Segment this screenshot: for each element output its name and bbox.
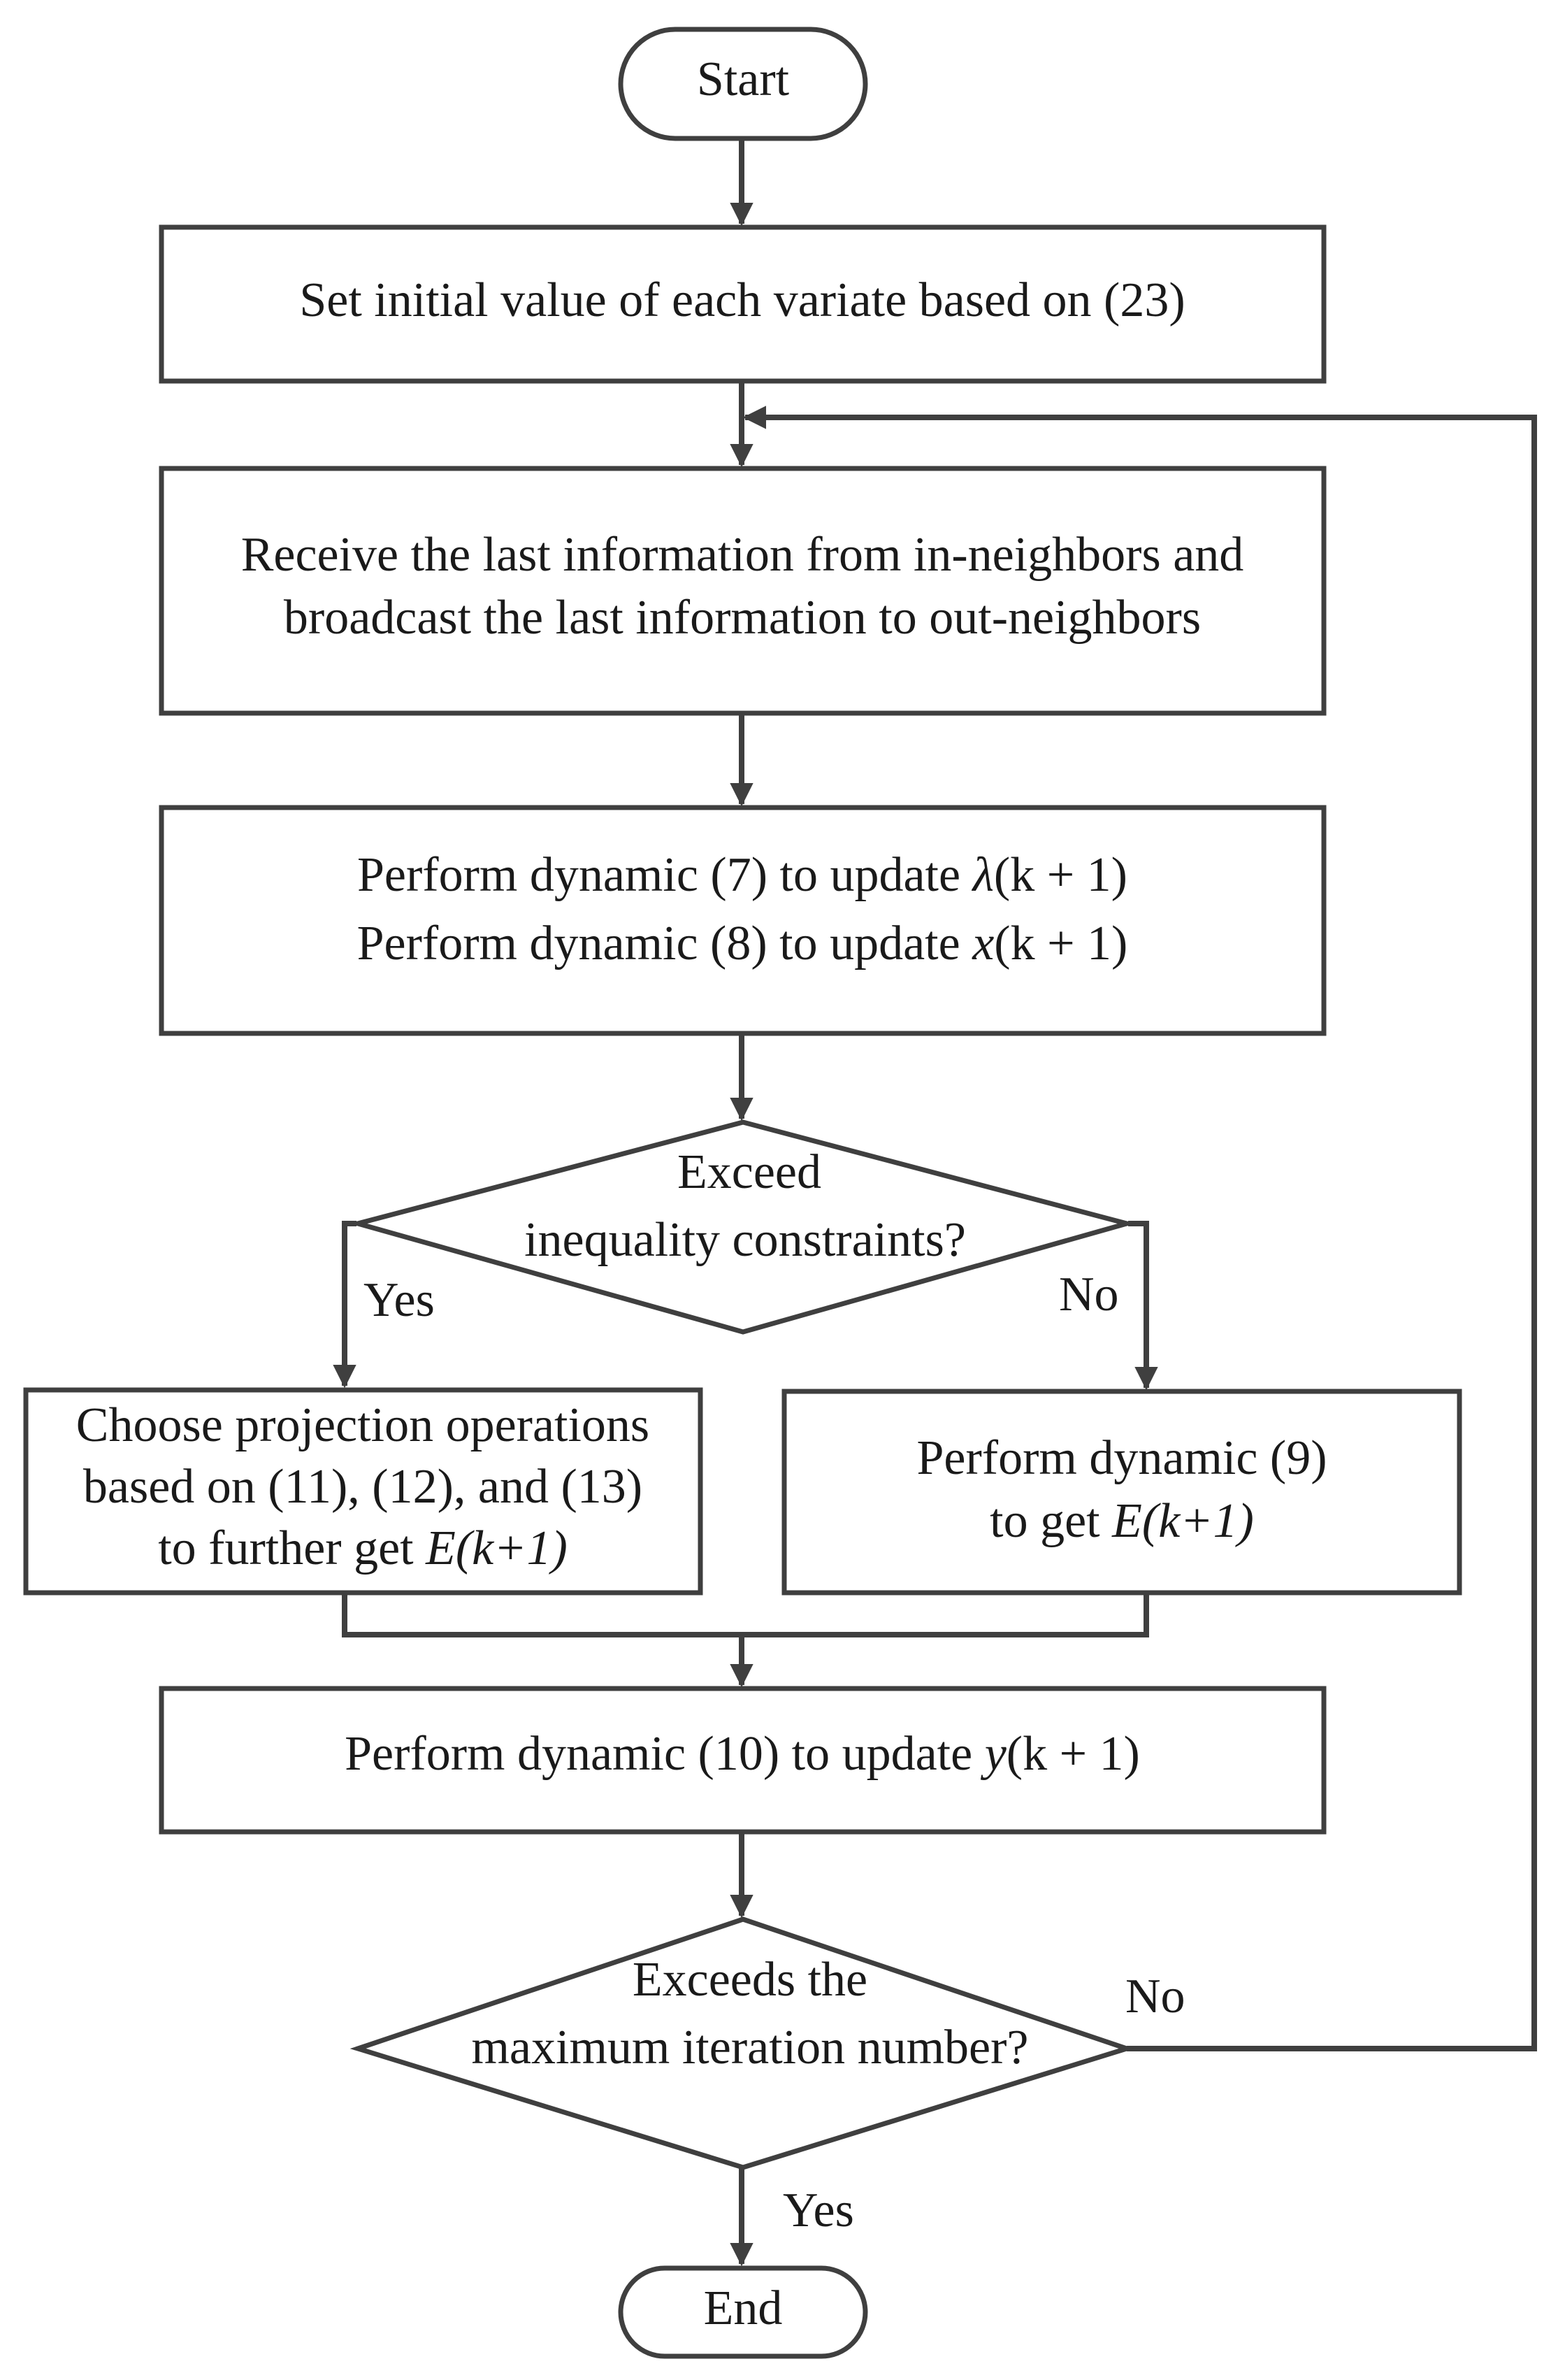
decision2-line2: maximum iteration number? <box>471 2021 1028 2074</box>
lambda-var: λ <box>972 848 994 902</box>
decision-inequality: Exceed inequality constraints? <box>348 1119 1137 1335</box>
e-var-2: E <box>1111 1494 1142 1548</box>
dynamic10-line: Perform dynamic (10) to update y(k + 1) <box>345 1727 1140 1781</box>
merge-connector <box>342 1593 1149 1637</box>
arrow-decision1-yes <box>333 1221 356 1389</box>
start-label: Start <box>697 52 790 106</box>
perform-line2-text: Perform dynamic (8) to update <box>357 917 973 970</box>
projection-line1: Choose projection operations <box>76 1398 649 1452</box>
projection-line3-text: to further get <box>158 1521 426 1575</box>
arrow-decision2-no-loop <box>742 406 1537 2051</box>
decision1-line2: inequality constraints? <box>524 1213 966 1267</box>
dynamic9-box: Perform dynamic (9) to get E(k+1) <box>781 1389 1462 1596</box>
init-box: Set initial value of each variate based … <box>159 224 1327 384</box>
dynamic9-line2-arg: (k+1) <box>1142 1494 1254 1548</box>
projection-line3: to further get E(k+1) <box>158 1521 568 1575</box>
perform-line1-arg: (k + 1) <box>994 848 1127 902</box>
end-label: End <box>704 2281 783 2335</box>
perform-line2-arg: (k + 1) <box>994 917 1127 970</box>
y-var: y <box>981 1727 1007 1781</box>
start-terminator: Start <box>618 27 868 141</box>
dynamic10-box: Perform dynamic (10) to update y(k + 1) <box>159 1686 1327 1835</box>
decision2-no-label: No <box>1125 1970 1185 2023</box>
projection-line3-arg: (k+1) <box>456 1521 568 1575</box>
receive-line1: Receive the last information from in-nei… <box>241 528 1244 582</box>
perform-box: Perform dynamic (7) to update λ(k + 1) P… <box>159 805 1327 1036</box>
decision2-yes-label: Yes <box>783 2184 854 2237</box>
dynamic10-arg: (k + 1) <box>1007 1727 1140 1781</box>
perform-line1: Perform dynamic (7) to update λ(k + 1) <box>357 848 1127 902</box>
dynamic9-line1: Perform dynamic (9) <box>916 1431 1327 1485</box>
decision2-line1: Exceeds the <box>633 1953 867 2007</box>
decision1-yes-label: Yes <box>363 1273 435 1327</box>
init-label: Set initial value of each variate based … <box>299 273 1185 327</box>
x-var: x <box>972 917 994 970</box>
receive-box: Receive the last information from in-nei… <box>159 466 1327 716</box>
decision-iteration: Exceeds the maximum iteration number? <box>349 1916 1135 2170</box>
projection-line2: based on (11), (12), and (13) <box>83 1460 642 1514</box>
arrow-decision1-no <box>1128 1221 1158 1391</box>
dynamic9-line2: to get E(k+1) <box>990 1494 1254 1548</box>
decision1-no-label: No <box>1059 1268 1119 1321</box>
receive-line2: broadcast the last information to out-ne… <box>284 591 1201 645</box>
perform-line1-text: Perform dynamic (7) to update <box>357 848 973 902</box>
e-var: E <box>425 1521 456 1575</box>
decision1-line1: Exceed <box>677 1145 821 1199</box>
projection-box: Choose projection operations based on (1… <box>23 1387 703 1596</box>
dynamic10-text: Perform dynamic (10) to update <box>345 1727 985 1781</box>
dynamic9-line2-text: to get <box>990 1494 1112 1548</box>
end-terminator: End <box>618 2265 868 2359</box>
perform-line2: Perform dynamic (8) to update x(k + 1) <box>357 917 1128 970</box>
